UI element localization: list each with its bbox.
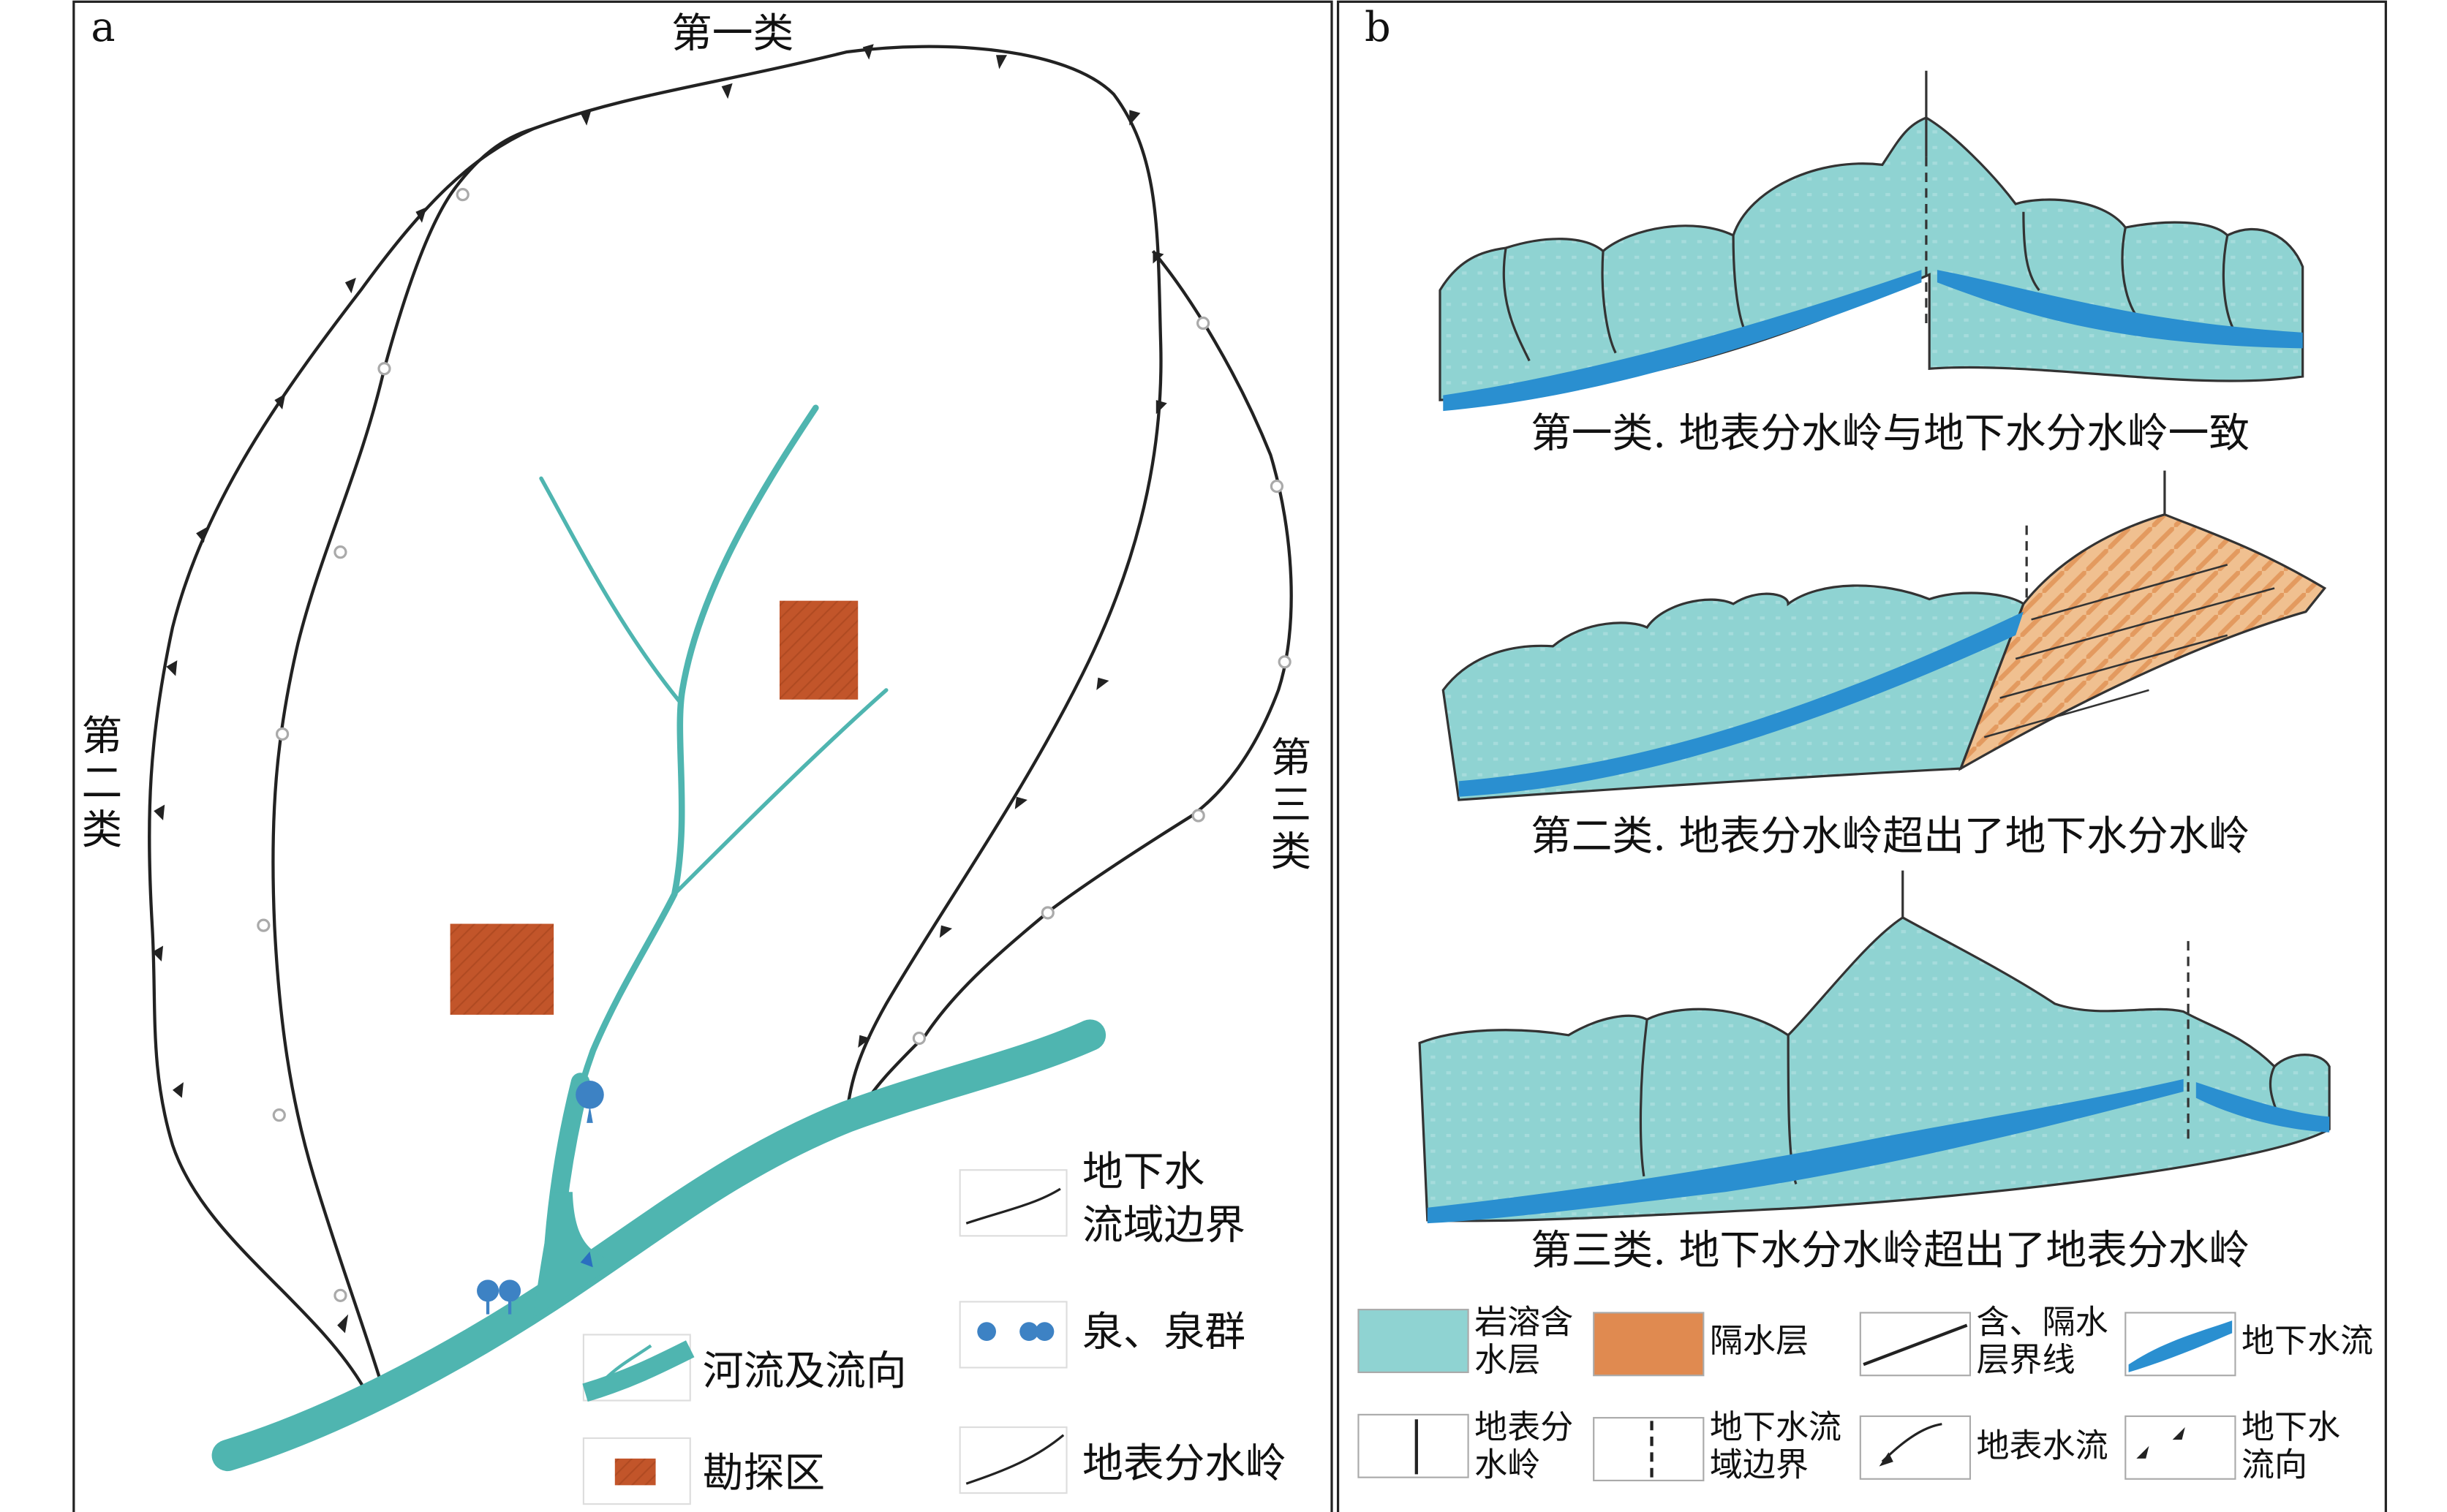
category-3-label-1: 第: [1270, 734, 1311, 782]
groundwater-boundary-right: [858, 249, 1293, 1114]
category-2-label-3: 类: [82, 806, 123, 854]
category-1-label: 第一类: [671, 10, 793, 58]
legend-label: 地表分水岭: [1082, 1440, 1286, 1488]
exploration-area: [780, 600, 859, 700]
cross-section-3: 第三类. 地下水分水岭超出了地表分水岭: [1418, 870, 2331, 1274]
legend-groundwater-boundary: 地下水 流域边界: [959, 1149, 1245, 1250]
legend-a: 地下水 流域边界 泉、泉群 河流及流向 勘探区: [582, 1149, 1286, 1505]
legend-aquitard: 隔水层: [1593, 1312, 1809, 1377]
section-1-caption: 第一类. 地表分水岭与地下水分水岭一致: [1531, 409, 2250, 457]
legend-label: 水岭: [1474, 1445, 1540, 1483]
category-3-label-3: 类: [1270, 828, 1311, 876]
exploration-area: [450, 923, 554, 1015]
panel-b-frame: [1336, 0, 2387, 1512]
legend-b: 岩溶含 水层 隔水层 含、隔水 层界线 地下水流 地表分: [1357, 1302, 2373, 1483]
category-2-label-1: 第: [82, 712, 123, 760]
legend-label: 隔水层: [1710, 1321, 1809, 1360]
legend-label: 勘探区: [703, 1450, 825, 1497]
panel-b-label: b: [1365, 4, 1391, 51]
legend-karst-aquifer: 岩溶含 水层: [1357, 1302, 1573, 1379]
legend-surface-divide: 地表分水岭: [959, 1426, 1286, 1494]
groundwater-flow: [2195, 1082, 2330, 1133]
spring-group-icon: [477, 1279, 521, 1315]
legend-exploration-area: 勘探区: [582, 1437, 825, 1505]
aquitard-hatching: [1983, 564, 2275, 738]
category-2-label-2: 二: [82, 760, 123, 807]
legend-label: 泉、泉群: [1082, 1308, 1245, 1356]
legend-label: 地下水流: [1710, 1407, 1841, 1446]
legend-groundwater-basin-boundary: 地下水流 域边界: [1593, 1407, 1841, 1483]
legend-groundwater-flow-direction: 地下水 流向: [2124, 1407, 2340, 1483]
section-3-caption: 第三类. 地下水分水岭超出了地表分水岭: [1531, 1227, 2250, 1274]
groundwater-flow: [1443, 270, 1922, 412]
legend-label: 岩溶含: [1474, 1302, 1573, 1341]
legend-spring: 泉、泉群: [959, 1301, 1245, 1369]
legend-surface-water-flow: 地表水流: [1859, 1415, 2108, 1480]
cross-section-2: 第二类. 地表分水岭超出了地下水分水岭: [1441, 470, 2327, 861]
flow-direction-icon: [580, 1251, 593, 1268]
groundwater-flow: [1937, 270, 2303, 349]
aquifer-body: [1418, 916, 2331, 1222]
category-3-label-2: 三: [1270, 782, 1311, 829]
legend-label: 地下水流: [2241, 1321, 2373, 1360]
cross-section-1: 第一类. 地表分水岭与地下水分水岭一致: [1439, 70, 2304, 457]
legend-label: 流域边界: [1082, 1202, 1245, 1250]
legend-groundwater-flow: 地下水流: [2124, 1312, 2373, 1377]
legend-label: 层界线: [1977, 1340, 2075, 1379]
river-confluence: [533, 1192, 620, 1318]
legend-label: 地表水流: [1977, 1426, 2108, 1465]
legend-aquifer-boundary-line: 含、隔水 层界线: [1859, 1302, 2108, 1379]
aquifer-body: [1441, 584, 2025, 801]
aquifer-body: [1439, 116, 2304, 401]
legend-label: 域边界: [1710, 1445, 1809, 1483]
groundwater-boundary-markers: [257, 188, 1292, 1302]
legend-river: 河流及流向: [582, 1334, 907, 1402]
groundwater-flow: [1458, 611, 2024, 797]
legend-label: 河流及流向: [703, 1347, 907, 1395]
panel-b: b 第一类. 地表分水岭与地下水分水岭一致: [1336, 0, 2387, 1512]
legend-label: 含、隔水: [1977, 1302, 2108, 1341]
panel-a-frame: [72, 0, 1333, 1512]
legend-label: 地下水: [2241, 1407, 2340, 1446]
surface-divide-ticks: [152, 44, 1167, 1334]
section-2-caption: 第二类. 地表分水岭超出了地下水分水岭: [1531, 813, 2250, 861]
legend-label: 地表分: [1474, 1407, 1573, 1446]
legend-label: 流向: [2241, 1445, 2307, 1483]
panel-a-label: a: [91, 4, 115, 51]
legend-label: 地下水: [1082, 1149, 1204, 1196]
surface-divide-line: [148, 45, 1163, 1389]
groundwater-flow: [1427, 1078, 2184, 1224]
spring-icon: [576, 1080, 604, 1123]
legend-label: 水层: [1474, 1340, 1540, 1379]
aquitard-body: [1958, 513, 2327, 771]
groundwater-boundary-left: [271, 126, 534, 1389]
river-network: [211, 404, 1106, 1472]
legend-surface-divide: 地表分 水岭: [1357, 1407, 1573, 1483]
panel-a: a 第一类 第 二 类 第 三 类: [72, 0, 1333, 1512]
